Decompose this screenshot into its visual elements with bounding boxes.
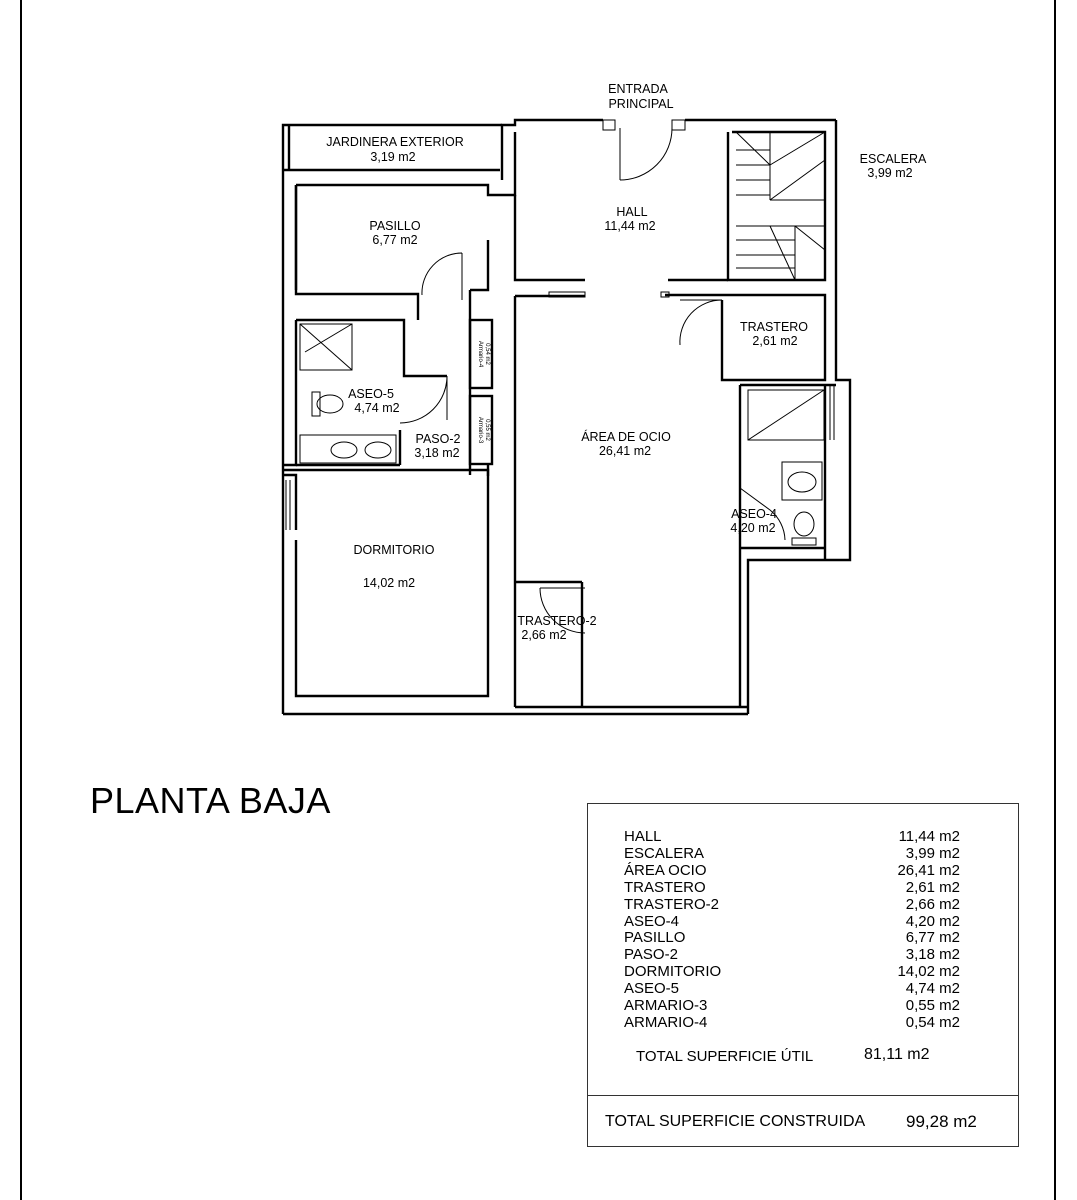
area-summary-row: ARMARIO-4 0,54 m2: [624, 1013, 960, 1031]
aseo5-name: ASEO-5: [348, 387, 394, 401]
area-summary-row: ASEO-5 4,74 m2: [624, 980, 960, 998]
area-summary-room-value: 6,77 m2: [905, 929, 960, 947]
area-summary-row: ESCALERA 3,99 m2: [624, 844, 960, 862]
area-summary-room-name: TRASTERO-2: [624, 895, 720, 913]
armario4-name: Armario-4: [477, 341, 483, 368]
jardinera-area: 3,19 m2: [370, 150, 415, 164]
room-labels: ENTRADA PRINCIPAL JARDINERA EXTERIOR 3,1…: [326, 82, 927, 642]
area-summary-room-name: ARMARIO-3: [624, 997, 708, 1014]
area-summary-room-value: 0,55 m2: [905, 997, 960, 1014]
area-summary-room-value: 3,99 m2: [905, 844, 960, 862]
plan-title: PLANTA BAJA: [90, 780, 331, 821]
escalera-name: ESCALERA: [860, 152, 927, 166]
armario4-area: 0,54 m2: [484, 343, 490, 365]
area-summary-room-value: 0,54 m2: [905, 1013, 960, 1031]
area-summary-row: HALL 11,44 m2: [624, 828, 960, 845]
area-summary-room-value: 14,02 m2: [897, 963, 960, 981]
area-summary-row: ARMARIO-3 0,55 m2: [624, 997, 960, 1014]
area-ocio-area: 26,41 m2: [599, 444, 651, 458]
shower-tray-aseo4: [747, 389, 825, 441]
area-summary-room-value: 11,44 m2: [898, 828, 960, 845]
area-summary-row: ASEO-4 4,20 m2: [624, 912, 960, 930]
trastero-area: 2,61 m2: [752, 334, 797, 348]
vanity-aseo5: [299, 434, 397, 464]
total-useful-area-label: TOTAL SUPERFICIE ÚTIL: [636, 1048, 814, 1065]
aseo4-name: ASEO-4: [731, 507, 777, 521]
dormitorio-name: DORMITORIO: [353, 543, 434, 557]
area-summary-row: TRASTERO-2 2,66 m2: [624, 895, 960, 913]
trastero2-area: 2,66 m2: [521, 628, 566, 642]
area-summary-room-value: 26,41 m2: [897, 861, 960, 879]
toilet-tank-aseo4: [791, 537, 817, 546]
shower-tray-aseo5: [299, 323, 353, 371]
dormitorio-area: 14,02 m2: [363, 576, 415, 590]
area-summary-room-name: ARMARIO-4: [624, 1013, 708, 1031]
area-summary-row: PASO-2 3,18 m2: [624, 946, 960, 964]
area-summary-room-value: 4,20 m2: [905, 912, 960, 930]
entrance-label-line2: PRINCIPAL: [608, 97, 673, 111]
sink-cabinet-aseo4: [781, 461, 823, 501]
area-summary-room-value: 2,61 m2: [905, 878, 960, 896]
door-swings: [399, 127, 786, 634]
total-built-area-value: 99,28 m2: [906, 1112, 977, 1131]
area-summary-row: ÁREA OCIO 26,41 m2: [624, 861, 960, 879]
toilet-bowl-aseo4: [793, 511, 815, 537]
area-summary-room-name: ÁREA OCIO: [624, 861, 707, 879]
aseo5-area: 4,74 m2: [354, 401, 399, 415]
area-summary-room-name: TRASTERO: [624, 878, 706, 896]
area-summary-room-name: ASEO-4: [624, 912, 680, 930]
sink-aseo4: [787, 471, 817, 493]
area-summary-room-value: 2,66 m2: [905, 895, 960, 913]
jardinera-name: JARDINERA EXTERIOR: [326, 135, 464, 149]
hall-area: 11,44 m2: [604, 219, 655, 233]
paso2-area: 3,18 m2: [414, 446, 459, 460]
hall-name: HALL: [616, 205, 647, 219]
aseo4-area: 4,20 m2: [730, 521, 775, 535]
area-summary-row: TRASTERO 2,61 m2: [624, 878, 960, 896]
escalera-area: 3,99 m2: [867, 166, 912, 180]
window-markers: [285, 119, 835, 530]
page-border: [20, 0, 1056, 1200]
area-summary-row: PASILLO 6,77 m2: [624, 929, 960, 947]
area-summary-room-name: HALL: [624, 828, 662, 845]
area-summary-room-name: DORMITORIO: [624, 963, 722, 981]
area-summary-room-name: PASO-2: [624, 946, 678, 964]
pasillo-area: 6,77 m2: [372, 233, 417, 247]
armario3-area: 0,55 m2: [484, 419, 490, 441]
sink-aseo5-left: [330, 441, 358, 459]
area-summary-room-value: 4,74 m2: [905, 980, 960, 998]
trastero2-name: TRASTERO-2: [517, 614, 596, 628]
area-summary-table: HALL 11,44 m2 ESCALERA 3,99 m2 ÁREA OCIO 26,4…: [587, 803, 1019, 1147]
entrance-label-line1: ENTRADA: [608, 82, 668, 96]
total-built-area-label: TOTAL SUPERFICIE CONSTRUIDA: [605, 1113, 866, 1130]
armario3-name: Armario-3: [477, 417, 483, 444]
toilet-tank-aseo5: [311, 391, 321, 417]
area-ocio-name: ÁREA DE OCIO: [581, 429, 671, 444]
walls: [281, 118, 852, 716]
paso2-name: PASO-2: [416, 432, 461, 446]
pasillo-name: PASILLO: [369, 219, 420, 233]
area-summary-row: DORMITORIO 14,02 m2: [624, 963, 960, 981]
area-summary-room-value: 3,18 m2: [905, 946, 960, 964]
area-summary-room-name: PASILLO: [624, 929, 686, 947]
trastero-name: TRASTERO: [740, 320, 808, 334]
sanitary-fixtures: [299, 323, 825, 546]
area-summary-room-name: ESCALERA: [624, 844, 705, 862]
sink-aseo5-right: [364, 441, 392, 459]
total-useful-area-value: 81,11 m2: [864, 1046, 930, 1063]
staircase: [735, 131, 826, 281]
area-summary-room-name: ASEO-5: [624, 980, 680, 998]
summary-divider: [588, 1095, 1018, 1096]
toilet-bowl-aseo5: [316, 394, 344, 414]
